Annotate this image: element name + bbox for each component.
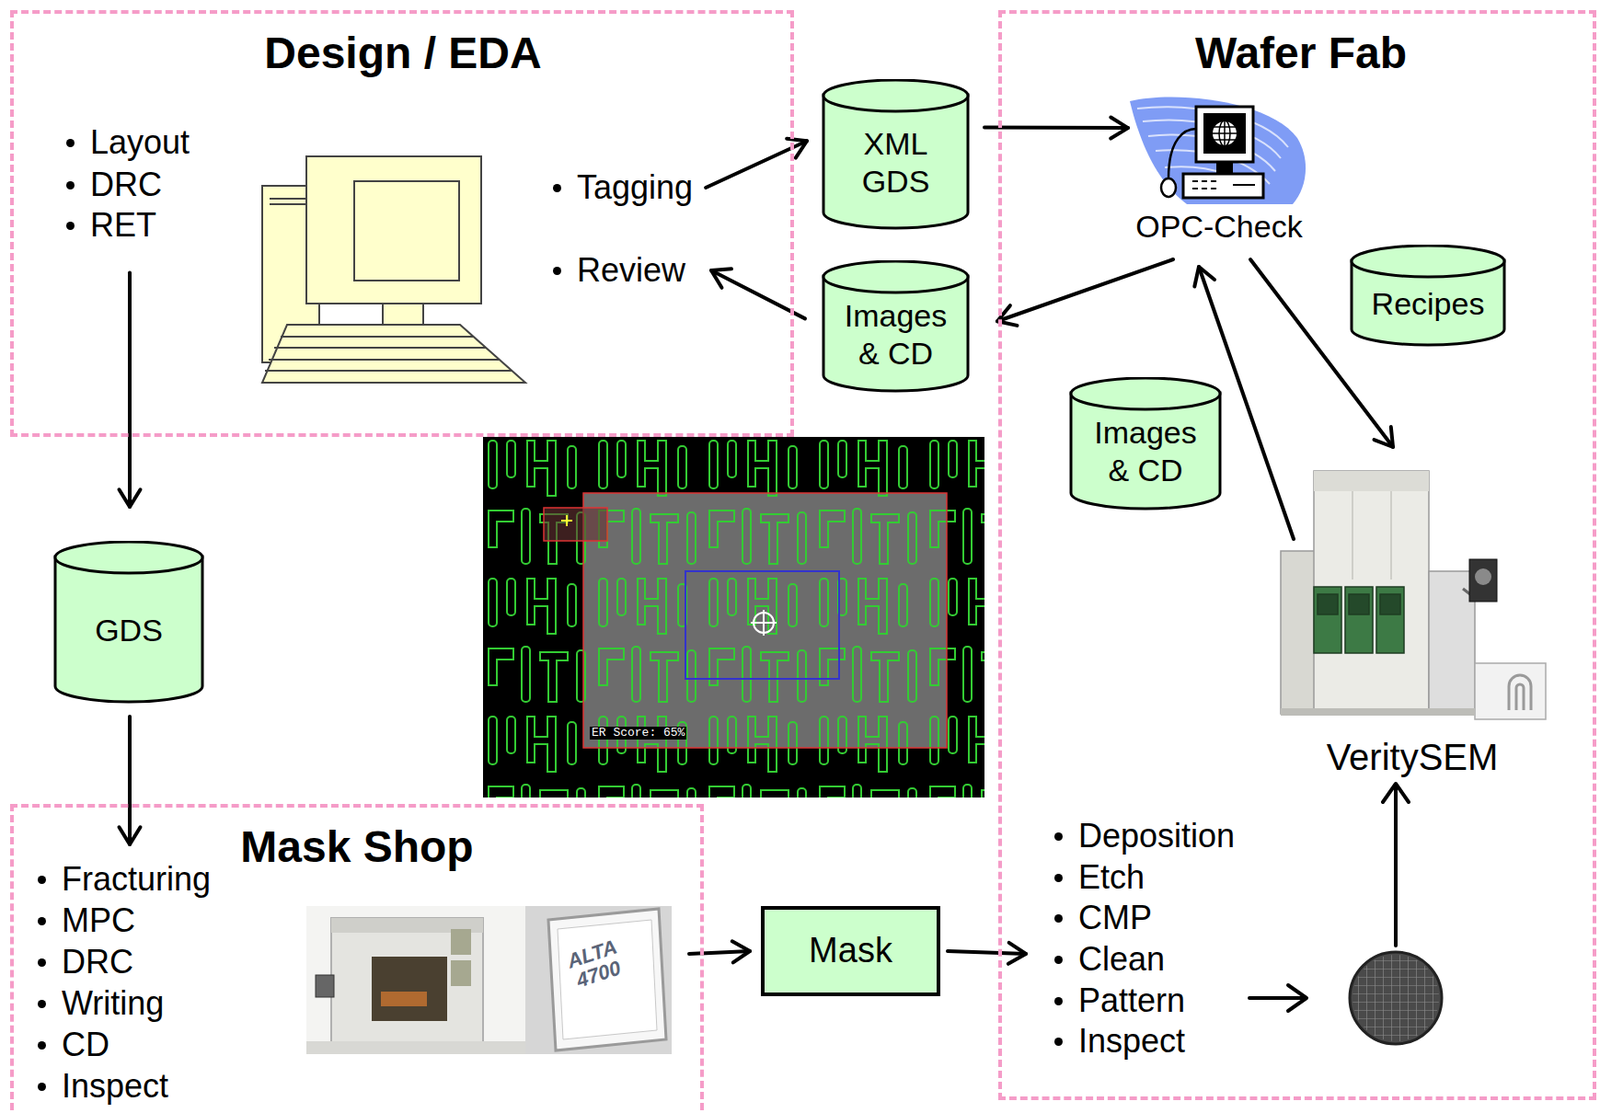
bullet-item: Etch bbox=[1078, 857, 1145, 898]
bullet-dot bbox=[66, 181, 75, 190]
bullet-dot bbox=[552, 184, 562, 193]
bullet-dot bbox=[1054, 914, 1063, 923]
bullet-item: Fracturing bbox=[61, 859, 211, 899]
bullet-dot bbox=[66, 138, 75, 148]
process-box: Mask bbox=[760, 906, 941, 997]
bullet-dot bbox=[1054, 955, 1063, 965]
bullet-item: Tagging bbox=[576, 167, 693, 208]
database-cylinder: Images & CD bbox=[1069, 377, 1222, 511]
arrow-head bbox=[1008, 943, 1026, 965]
arrow-head bbox=[711, 268, 732, 288]
bullet-item: CMP bbox=[1078, 897, 1152, 938]
bullet-item: Inspect bbox=[61, 1066, 169, 1106]
bullet-item: Deposition bbox=[1078, 816, 1235, 856]
connector-arrow bbox=[947, 943, 1026, 965]
workstation-icon bbox=[1129, 97, 1306, 205]
connector-arrow bbox=[984, 117, 1129, 139]
cylinder-top bbox=[55, 541, 203, 574]
connector-arrow bbox=[997, 259, 1174, 326]
bullet-dot bbox=[37, 875, 47, 885]
cylinder-body bbox=[55, 556, 203, 703]
workstation: OPC-Check bbox=[1131, 92, 1307, 249]
cylinder-label: Images & CD bbox=[1083, 414, 1209, 490]
bullet-dot bbox=[37, 1000, 47, 1009]
connector-line bbox=[127, 716, 132, 845]
bullet-item: DRC bbox=[61, 942, 134, 982]
bullet-item: RET bbox=[90, 205, 157, 245]
cylinder-top bbox=[1070, 378, 1221, 410]
cylinder-top bbox=[1351, 245, 1505, 277]
connector-arrow bbox=[689, 941, 750, 963]
bullet-item: Layout bbox=[90, 122, 190, 162]
bullet-dot bbox=[1054, 1037, 1063, 1047]
bullet-item: Inspect bbox=[1078, 1021, 1186, 1061]
database-cylinder: XML GDS bbox=[821, 79, 970, 231]
database-cylinder: Images & CD bbox=[821, 260, 970, 393]
bullet-item: Clean bbox=[1078, 939, 1165, 979]
connector-line bbox=[689, 951, 750, 955]
region-frame: Wafer FabDepositionEtchCMPCleanPatternIn… bbox=[998, 10, 1597, 1101]
connector-line bbox=[997, 259, 1174, 322]
box-label: Mask bbox=[808, 930, 893, 973]
bullet-item: Pattern bbox=[1078, 980, 1186, 1021]
process-arrow bbox=[1249, 783, 1409, 1012]
arrow-head bbox=[119, 827, 141, 845]
cylinder-top bbox=[823, 261, 968, 293]
sem-tool-photo bbox=[1280, 471, 1546, 720]
cylinder-label: Recipes bbox=[1358, 285, 1497, 323]
cylinder-body bbox=[823, 94, 968, 229]
arrow-head bbox=[119, 489, 141, 507]
region-title: Wafer Fab bbox=[1195, 26, 1407, 81]
figure-label: VeritySEM bbox=[1326, 735, 1499, 780]
cylinder-label: XML GDS bbox=[845, 125, 947, 201]
computer-illustration bbox=[262, 156, 526, 383]
image-caption: ER Score: 65% bbox=[589, 726, 687, 740]
bullet-dot bbox=[1054, 997, 1063, 1006]
arrow-head bbox=[1110, 117, 1129, 139]
cylinder-top bbox=[823, 80, 968, 112]
connector-line bbox=[947, 951, 1026, 955]
bullet-dot bbox=[37, 1082, 47, 1092]
sem-image bbox=[483, 437, 985, 798]
screen-logo: ALTA 4700 bbox=[553, 932, 637, 997]
bullet-item: Writing bbox=[61, 983, 164, 1024]
bullet-dot bbox=[37, 958, 47, 967]
region-frame: Design / EDA LayoutDRCRET TaggingReview bbox=[10, 10, 795, 438]
sem-tool: VeritySEM bbox=[1269, 460, 1555, 783]
arrow-head bbox=[1373, 426, 1393, 448]
bullet-dot bbox=[1054, 832, 1063, 841]
tool-screen-photo bbox=[525, 906, 672, 1055]
arrow-head bbox=[1194, 266, 1215, 287]
arrow-head bbox=[732, 941, 750, 963]
bullet-dot bbox=[37, 917, 47, 926]
cylinder-label: GDS bbox=[69, 611, 189, 650]
wafer bbox=[1349, 952, 1442, 1045]
figure-label: OPC-Check bbox=[1135, 207, 1302, 246]
bullet-dot bbox=[1054, 874, 1063, 883]
connector-arrow bbox=[119, 716, 141, 845]
database-cylinder: Recipes bbox=[1349, 244, 1507, 347]
connector-line bbox=[127, 273, 132, 507]
bullet-item: MPC bbox=[61, 900, 136, 941]
connector-line bbox=[984, 125, 1129, 130]
mask-writer-photo bbox=[306, 906, 526, 1055]
bullet-item: CD bbox=[61, 1024, 110, 1065]
arrow-head bbox=[786, 138, 807, 159]
bullet-item: DRC bbox=[90, 164, 162, 205]
cylinder-label: Images & CD bbox=[833, 297, 958, 373]
bullet-dot bbox=[37, 1041, 47, 1050]
region-title: Design / EDA bbox=[264, 26, 542, 81]
bullet-dot bbox=[552, 266, 562, 276]
connector-arrow bbox=[119, 273, 141, 507]
bullet-dot bbox=[66, 221, 75, 231]
region-title: Mask Shop bbox=[240, 820, 473, 875]
bullet-item: Review bbox=[576, 250, 686, 290]
database-cylinder: GDS bbox=[53, 541, 205, 704]
